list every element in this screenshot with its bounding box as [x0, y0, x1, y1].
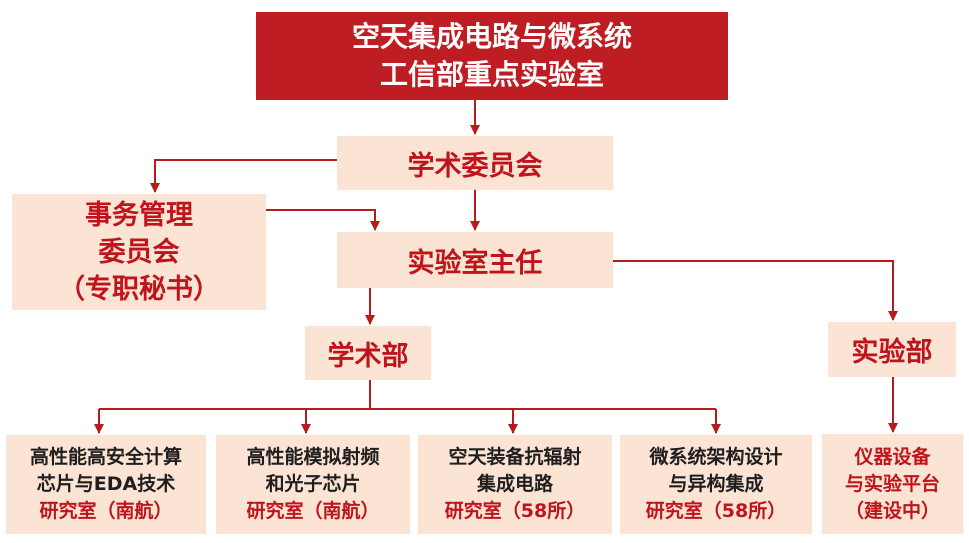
node-lab-office-4-line-2: 与异构集成 — [668, 473, 764, 495]
node-lab-line-2: 工信部重点实验室 — [379, 58, 604, 91]
arrow-director-to-experiment — [613, 260, 898, 321]
node-experiment-dept: 实验部 — [828, 322, 956, 377]
node-lab-office-4: 微系统架构设计 与异构集成 研究室（58所） — [620, 435, 812, 534]
node-lab: 空天集成电路与微系统 工信部重点实验室 — [256, 12, 728, 100]
node-lab-office-1: 高性能高安全计算 芯片与EDA技术 研究室（南航） — [6, 435, 206, 534]
node-lab-office-1-line-1: 高性能高安全计算 — [29, 446, 182, 468]
node-platform-line-3: （建设中） — [844, 499, 940, 522]
node-lab-office-2: 高性能模拟射频 和光子芯片 研究室（南航） — [216, 435, 410, 534]
node-experiment-dept-label: 实验部 — [851, 337, 933, 368]
node-lab-office-3-line-1: 空天装备抗辐射 — [448, 446, 582, 468]
node-director: 实验室主任 — [337, 232, 613, 288]
node-lab-line-1: 空天集成电路与微系统 — [351, 20, 632, 53]
node-director-label: 实验室主任 — [407, 247, 543, 279]
node-platform-line-2: 与实验平台 — [844, 472, 940, 495]
node-lab-office-2-line-3: 研究室（南航） — [246, 500, 380, 522]
node-lab-office-3: 空天装备抗辐射 集成电路 研究室（58所） — [418, 435, 612, 534]
node-lab-office-2-line-1: 高性能模拟射频 — [246, 446, 380, 468]
node-platform-line-1: 仪器设备 — [854, 445, 931, 468]
node-lab-office-3-line-2: 集成电路 — [476, 473, 553, 495]
node-academic-committee: 学术委员会 — [337, 136, 613, 190]
node-lab-office-3-line-3: 研究室（58所） — [444, 500, 586, 522]
node-academic-dept: 学术部 — [305, 326, 431, 380]
node-lab-office-4-line-1: 微系统架构设计 — [649, 446, 783, 468]
node-academic-dept-label: 学术部 — [327, 340, 409, 372]
node-affairs-committee: 事务管理 委员会 （专职秘书） — [12, 194, 266, 310]
node-lab-office-1-line-2: 芯片与EDA技术 — [36, 473, 176, 495]
node-academic-committee-label: 学术委员会 — [407, 150, 543, 182]
node-affairs-committee-line-2: 委员会 — [98, 236, 180, 268]
arrow-affairs-to-director — [266, 209, 380, 231]
node-affairs-committee-line-1: 事务管理 — [85, 199, 193, 231]
node-lab-office-2-line-2: 和光子芯片 — [265, 473, 361, 495]
node-lab-office-4-line-3: 研究室（58所） — [645, 500, 787, 522]
node-lab-office-1-line-3: 研究室（南航） — [39, 500, 173, 522]
node-platform: 仪器设备 与实验平台 （建设中） — [822, 434, 963, 534]
arrow-committee-to-affairs — [150, 159, 337, 193]
node-affairs-committee-line-3: （专职秘书） — [58, 273, 220, 305]
